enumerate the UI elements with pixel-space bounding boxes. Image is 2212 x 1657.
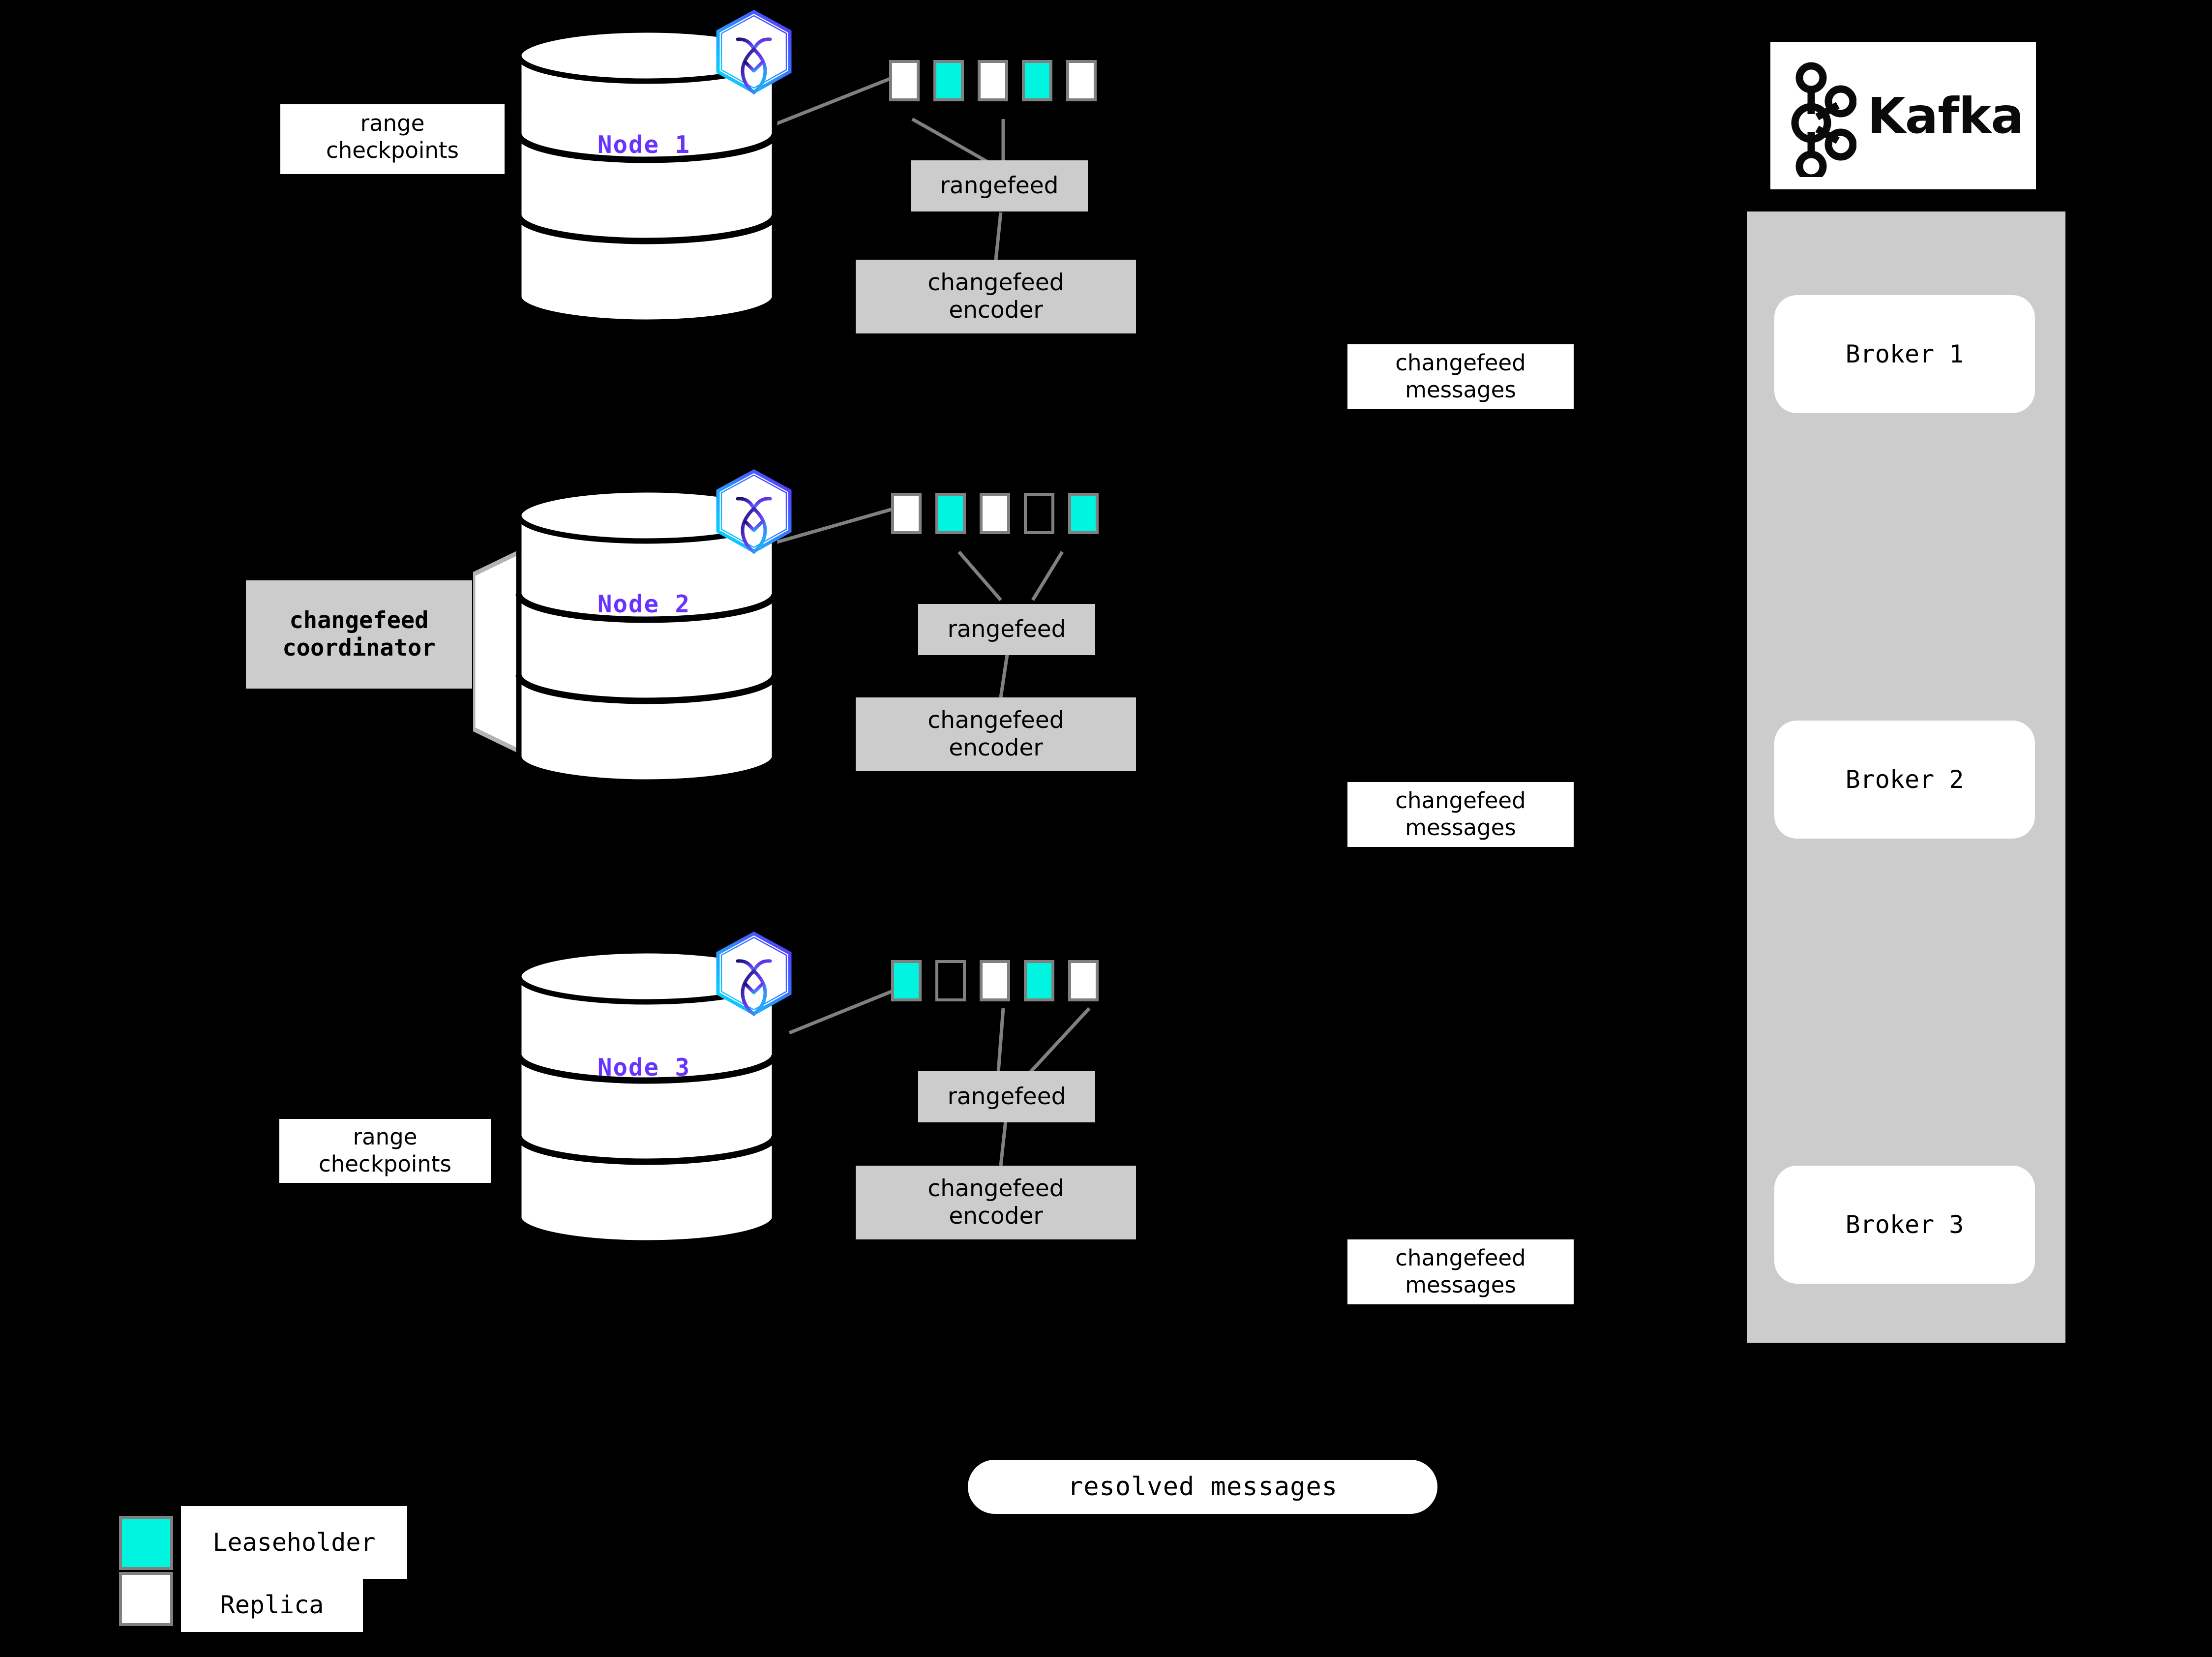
node-3-range-checkpoints-label: range checkpoints (279, 1119, 491, 1183)
label-line-2: checkpoints (319, 1151, 451, 1177)
cockroachdb-hexagon-icon (712, 468, 796, 556)
node-1-rangefeed-box[interactable]: rangefeed (911, 160, 1088, 211)
node-1-label: Node 1 (598, 131, 691, 159)
changefeed-coordinator-box[interactable]: changefeed coordinator (246, 580, 472, 689)
broker-2-box[interactable]: Broker 2 (1774, 721, 2035, 839)
range-box-leaseholder[interactable] (1068, 493, 1099, 534)
node-2-range-row (891, 493, 1112, 534)
legend-swatch-replica (119, 1572, 173, 1626)
node-2-rangefeed-box[interactable]: rangefeed (918, 604, 1095, 655)
node-1-changefeed-messages-label: changefeed messages (1347, 344, 1574, 409)
legend-label-replica: Replica (181, 1578, 363, 1632)
coordinator-line-1: changefeed (289, 606, 429, 634)
range-box-leaseholder[interactable] (1022, 60, 1052, 101)
node-3-changefeed-messages-label: changefeed messages (1347, 1239, 1574, 1304)
broker-1-box[interactable]: Broker 1 (1774, 295, 2035, 413)
range-box-leaseholder[interactable] (1024, 960, 1054, 1001)
range-box-replica[interactable] (980, 493, 1010, 534)
node-1-range-row (889, 60, 1110, 101)
label-line-1: range (353, 1124, 418, 1150)
cockroachdb-hexagon-icon (712, 931, 796, 1019)
label-line-1: range (360, 110, 425, 136)
kafka-wordmark: Kafka (1867, 87, 2024, 145)
encoder-line-1: changefeed (927, 1175, 1064, 1202)
label-line-2: checkpoints (326, 137, 459, 163)
range-box-empty[interactable] (1024, 493, 1054, 534)
range-box-leaseholder[interactable] (933, 60, 964, 101)
node-2-cylinder (514, 488, 779, 783)
encoder-line-2: encoder (949, 1203, 1043, 1230)
legend-label-leaseholder: Leaseholder (181, 1506, 407, 1579)
node-1-cylinder (514, 29, 779, 324)
range-box-empty[interactable] (935, 960, 966, 1001)
encoder-line-1: changefeed (927, 269, 1064, 296)
encoder-line-2: encoder (949, 297, 1043, 324)
node-1-range-checkpoints-label: range checkpoints (280, 104, 505, 174)
messages-line-1: changefeed (1395, 350, 1526, 376)
legend-swatch-leaseholder (119, 1516, 173, 1570)
range-box-leaseholder[interactable] (891, 960, 922, 1001)
range-box-leaseholder[interactable] (935, 493, 966, 534)
messages-line-1: changefeed (1395, 1245, 1526, 1271)
range-box-replica[interactable] (891, 493, 922, 534)
range-box-replica[interactable] (1068, 960, 1099, 1001)
node-2-changefeed-messages-label: changefeed messages (1347, 782, 1574, 847)
messages-line-2: messages (1405, 377, 1516, 403)
range-box-replica[interactable] (978, 60, 1008, 101)
messages-line-2: messages (1405, 814, 1516, 841)
node-2-label: Node 2 (598, 590, 691, 618)
node-2-changefeed-encoder-box[interactable]: changefeed encoder (856, 697, 1136, 771)
node-3-changefeed-encoder-box[interactable]: changefeed encoder (856, 1166, 1136, 1239)
node-1-changefeed-encoder-box[interactable]: changefeed encoder (856, 260, 1136, 333)
range-box-replica[interactable] (1066, 60, 1097, 101)
messages-line-1: changefeed (1395, 787, 1526, 814)
broker-3-box[interactable]: Broker 3 (1774, 1166, 2035, 1284)
node-3-label: Node 3 (598, 1054, 691, 1082)
range-box-replica[interactable] (980, 960, 1010, 1001)
kafka-logo-icon (1791, 62, 1857, 177)
messages-line-2: messages (1405, 1272, 1516, 1298)
encoder-line-1: changefeed (927, 706, 1064, 734)
encoder-line-2: encoder (949, 734, 1043, 761)
kafka-logo-header: Kafka (1770, 42, 2036, 189)
node-3-rangefeed-box[interactable]: rangefeed (918, 1071, 1095, 1122)
coordinator-line-2: coordinator (282, 634, 436, 662)
node-3-cylinder (514, 949, 779, 1244)
range-box-replica[interactable] (889, 60, 920, 101)
cockroachdb-hexagon-icon (712, 9, 796, 97)
resolved-messages-pill[interactable]: resolved messages (968, 1460, 1437, 1514)
node-3-range-row (891, 960, 1112, 1001)
